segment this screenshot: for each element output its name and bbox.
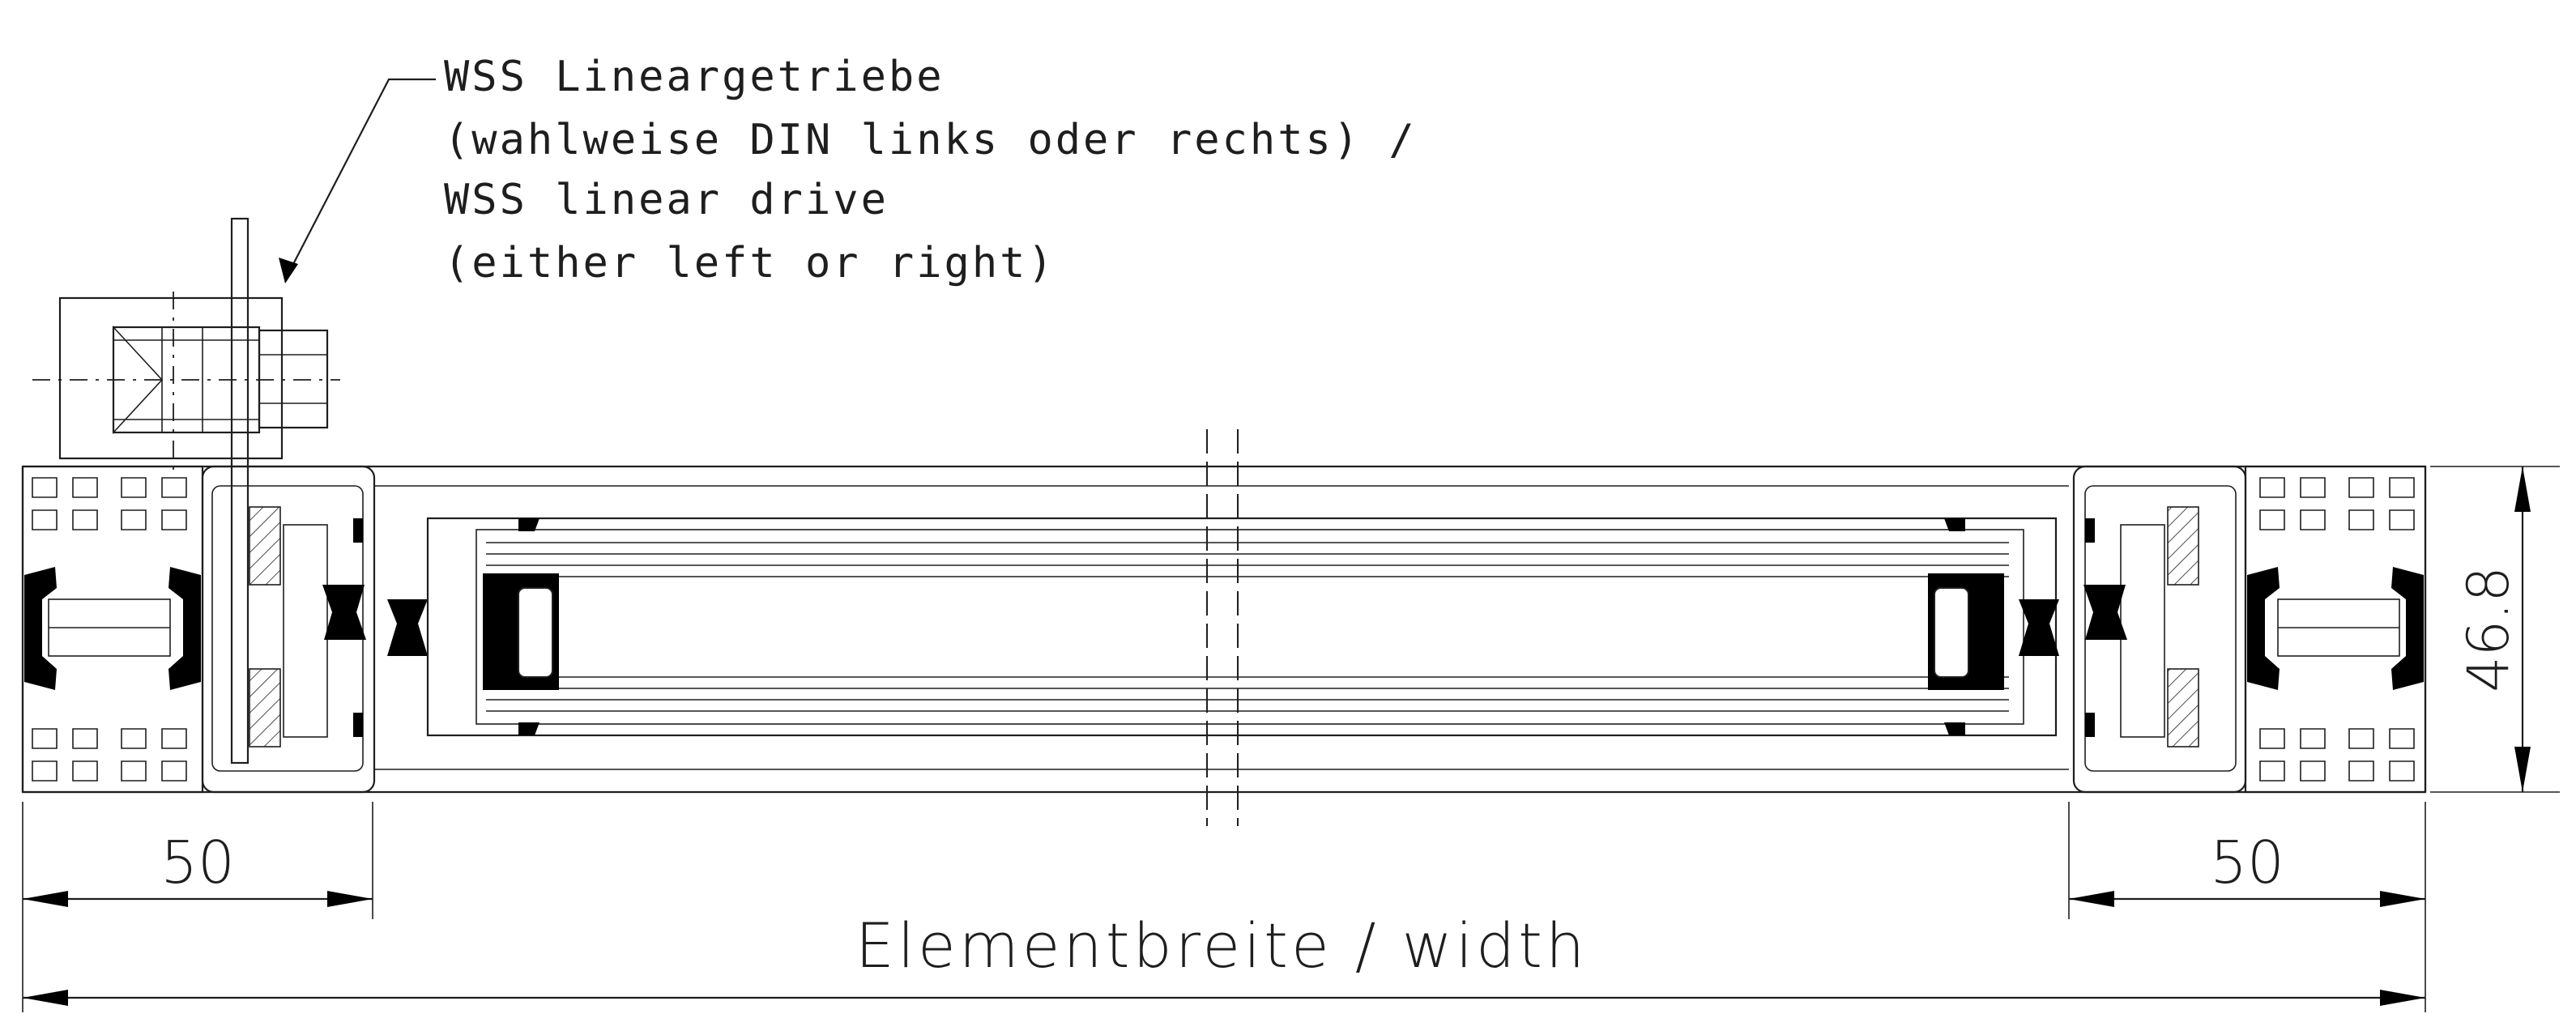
dimension-height: 46.8 [2455, 466, 2531, 792]
linear-drive-assembly [32, 217, 340, 765]
annotation-line-1: WSS Lineargetriebe [444, 53, 945, 101]
leader-line [279, 78, 436, 283]
glazing-unit [426, 429, 2058, 826]
annotation-line-4: (either left or right) [444, 239, 1056, 288]
annotation-line-2: (wahlweise DIN links oder rechts) / [444, 116, 1417, 164]
drive-housing-outline [58, 296, 284, 460]
drive-plate [230, 217, 249, 765]
annotation-block: WSS Lineargetriebe (wahlweise DIN links … [444, 53, 1417, 288]
dimension-total-label: Elementbreite / width [855, 909, 1588, 982]
nut [258, 329, 329, 429]
dimension-left-50: 50 [23, 828, 373, 907]
annotation-line-3: WSS linear drive [444, 176, 889, 224]
dimension-height-label: 46.8 [2455, 566, 2522, 692]
dimension-left-label: 50 [160, 828, 235, 897]
dimension-total-width: Elementbreite / width [23, 909, 2425, 1006]
dimension-right-50: 50 [2069, 828, 2425, 907]
frame-outline [21, 465, 2427, 794]
leader-arrowhead [279, 258, 298, 283]
right-profile [2019, 465, 2427, 794]
extension-lines [22, 466, 2560, 1012]
left-profile [21, 465, 428, 794]
dimension-right-label: 50 [2210, 828, 2284, 897]
